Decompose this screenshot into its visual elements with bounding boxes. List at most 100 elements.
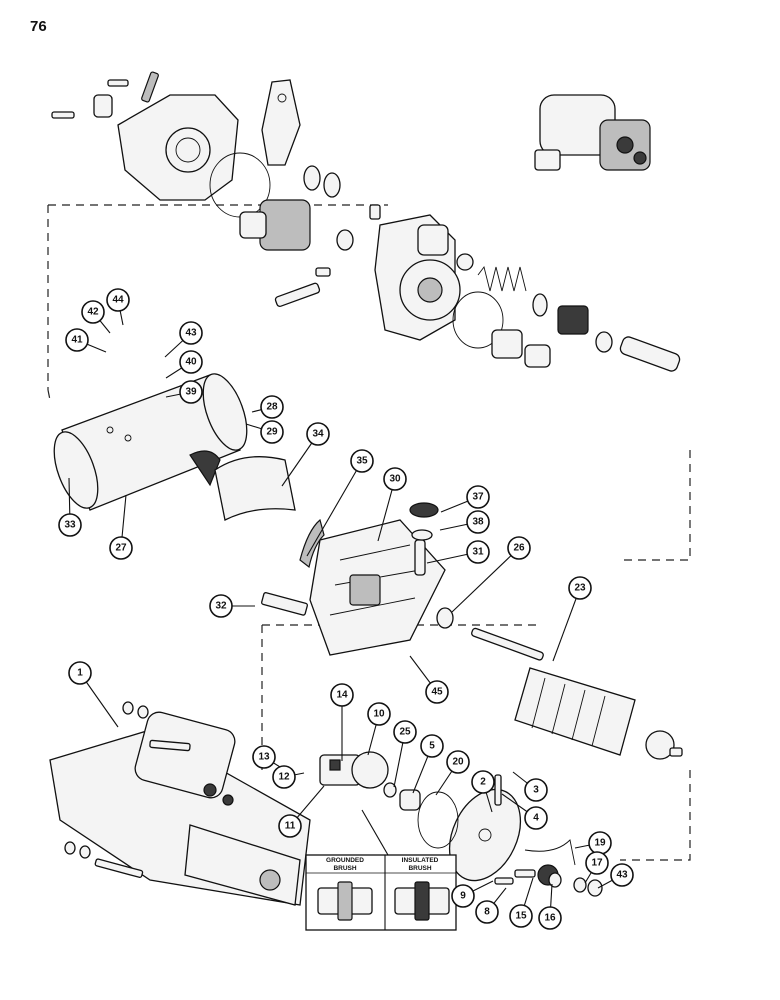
callout-label: 44 <box>112 295 124 306</box>
washer-top <box>336 229 354 251</box>
callout-label: 4 <box>533 813 539 824</box>
callout-41: 41 <box>65 328 89 352</box>
callout-17: 17 <box>585 851 609 875</box>
callout-label: 15 <box>515 911 527 922</box>
mounting-bolts <box>64 701 191 879</box>
callout-9: 9 <box>451 884 475 908</box>
callout-10: 10 <box>367 702 391 726</box>
small-bolts-top <box>51 71 159 119</box>
inset-left-label-line2: BRUSH <box>333 865 356 872</box>
armature <box>471 627 683 760</box>
field-terminal <box>409 502 439 576</box>
page-number: 76 <box>30 18 47 35</box>
screw-set-lower <box>494 869 536 885</box>
bushing-5 <box>399 789 421 811</box>
pole-shoe <box>214 456 296 521</box>
solenoid-assembly <box>534 94 651 171</box>
callout-label: 16 <box>544 913 556 924</box>
callout-label: 12 <box>278 772 290 783</box>
solenoid-housing <box>374 214 461 341</box>
washer-25 <box>383 782 397 798</box>
plunger-contact <box>557 305 589 335</box>
callout-label: 43 <box>185 328 197 339</box>
callout-label: 14 <box>336 690 348 701</box>
drive-pinion <box>239 199 311 251</box>
callout-label: 13 <box>258 752 270 763</box>
callout-8: 8 <box>475 900 499 924</box>
callout-label: 37 <box>472 492 484 503</box>
callout-11: 11 <box>278 814 302 838</box>
callout-31: 31 <box>466 540 490 564</box>
commutator-end-frame <box>448 788 522 882</box>
complete-starter <box>49 711 311 906</box>
small-washer-b <box>532 293 548 317</box>
callout-label: 28 <box>266 402 278 413</box>
callout-label: 35 <box>356 456 368 467</box>
upper-group-outline <box>47 204 691 561</box>
callout-1: 1 <box>68 661 92 685</box>
callout-label: 1 <box>77 668 83 679</box>
callout-label: 25 <box>399 727 411 738</box>
callout-5: 5 <box>420 734 444 758</box>
small-pins-mid-top <box>315 204 381 277</box>
leader-23 <box>552 587 581 662</box>
callout-26: 26 <box>507 536 531 560</box>
callout-25: 25 <box>393 720 417 744</box>
callout-label: 34 <box>312 429 324 440</box>
callout-label: 11 <box>285 821 296 832</box>
callout-40: 40 <box>179 350 203 374</box>
brush-holder <box>319 751 389 789</box>
lower-group-outline <box>261 624 691 861</box>
bushing-pair <box>491 329 551 368</box>
callout-label: 31 <box>472 547 484 558</box>
callout-29: 29 <box>260 420 284 444</box>
callout-20: 20 <box>446 750 470 774</box>
callout-43b: 43 <box>610 863 634 887</box>
callout-label: 43 <box>616 870 628 881</box>
callout-3: 3 <box>524 778 548 802</box>
callout-label: 10 <box>373 709 385 720</box>
callout-34: 34 <box>306 422 330 446</box>
callout-label: 41 <box>71 335 83 346</box>
inset-right-label-line1: INSULATED <box>402 857 439 864</box>
terminal-lead <box>524 839 603 897</box>
leader-26 <box>451 547 520 613</box>
callout-label: 30 <box>389 474 401 485</box>
through-bolt-4 <box>494 774 502 806</box>
callout-16: 16 <box>538 906 562 930</box>
inset-right-label-line2: BRUSH <box>408 865 431 872</box>
plunger-pin <box>274 282 321 308</box>
callout-35: 35 <box>350 449 374 473</box>
pole-shoe-bracket <box>261 592 309 616</box>
callout-label: 26 <box>513 543 525 554</box>
inset-leader <box>361 809 389 856</box>
callout-label: 33 <box>64 520 76 531</box>
callout-30: 30 <box>383 467 407 491</box>
callout-label: 45 <box>431 687 443 698</box>
callout-label: 23 <box>574 583 586 594</box>
callout-32: 32 <box>209 594 233 618</box>
return-spring <box>477 265 527 292</box>
callout-label: 40 <box>185 357 197 368</box>
callout-label: 9 <box>460 891 466 902</box>
callout-27: 27 <box>109 536 133 560</box>
callout-label: 2 <box>480 777 486 788</box>
callout-label: 3 <box>533 785 539 796</box>
callout-37: 37 <box>466 485 490 509</box>
washer-right <box>595 331 613 353</box>
drive-housing <box>117 94 239 201</box>
callout-23: 23 <box>568 576 592 600</box>
callout-label: 17 <box>591 858 603 869</box>
callout-12: 12 <box>272 765 296 789</box>
callout-43a: 43 <box>179 321 203 345</box>
small-washer-a <box>456 253 474 271</box>
plunger-rod <box>619 336 681 372</box>
collar-ring <box>323 172 341 198</box>
insulator-strip <box>299 518 325 569</box>
callout-44: 44 <box>106 288 130 312</box>
callout-label: 38 <box>472 517 484 528</box>
leader-35 <box>306 460 363 557</box>
callout-13: 13 <box>252 745 276 769</box>
